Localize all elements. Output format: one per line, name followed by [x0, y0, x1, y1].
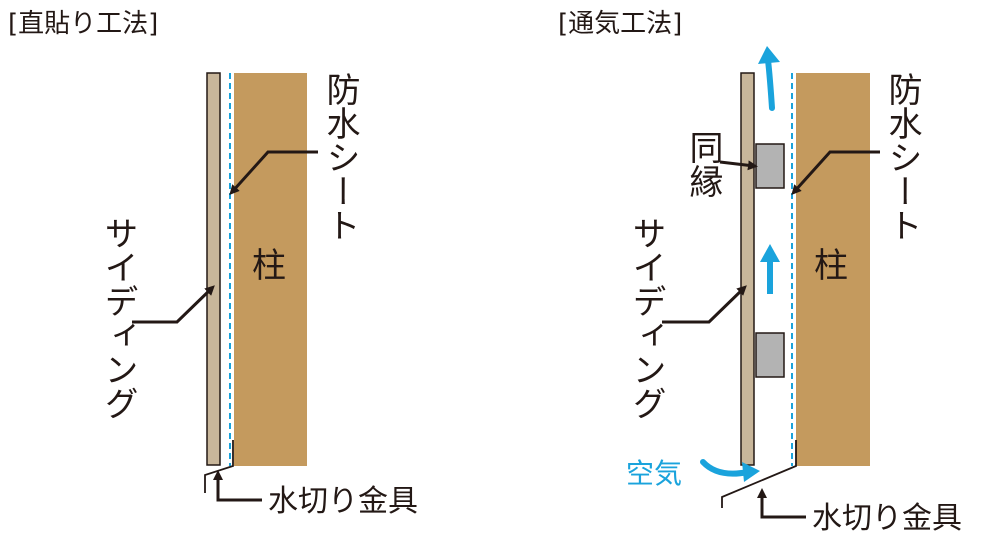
right-siding-leader — [662, 285, 747, 324]
left-siding-label: サイディング — [98, 216, 138, 420]
right-flashing — [721, 440, 797, 508]
right-sheet-leader — [791, 150, 880, 195]
right-siding — [740, 72, 755, 466]
left-pillar-label: 柱 — [252, 246, 286, 286]
left-flashing-leader — [213, 470, 262, 502]
right-furring-label: 同縁 — [683, 130, 723, 198]
right-siding-label: サイディング — [626, 216, 666, 420]
left-panel: [直貼り工法] 柱 防水シート サイディング 水切り金具 — [8, 9, 418, 519]
air-arrow-middle — [760, 244, 780, 294]
air-label: 空気 — [626, 457, 682, 490]
right-title: [通気工法] — [558, 9, 682, 39]
right-flashing-leader — [757, 488, 806, 519]
left-title: [直貼り工法] — [8, 9, 158, 39]
right-pillar — [796, 73, 870, 466]
left-flashing-label: 水切り金具 — [268, 484, 418, 519]
left-pillar — [234, 73, 307, 466]
right-pillar-label: 柱 — [814, 246, 848, 286]
left-siding-leader — [132, 285, 215, 324]
right-sheet-label: 防水シート — [882, 72, 922, 242]
left-sheet-leader — [229, 150, 318, 195]
left-sheet-label: 防水シート — [320, 72, 360, 242]
right-flashing-label: 水切り金具 — [812, 501, 962, 536]
air-arrow-top — [758, 46, 780, 111]
left-siding — [206, 72, 221, 466]
right-furring-top — [755, 143, 785, 189]
air-arrow-inlet — [700, 459, 760, 482]
right-panel: [通気工法] 柱 空気 同縁 防水シート — [558, 9, 962, 536]
right-furring-bottom — [755, 332, 785, 378]
right-furring-leader — [719, 160, 758, 171]
